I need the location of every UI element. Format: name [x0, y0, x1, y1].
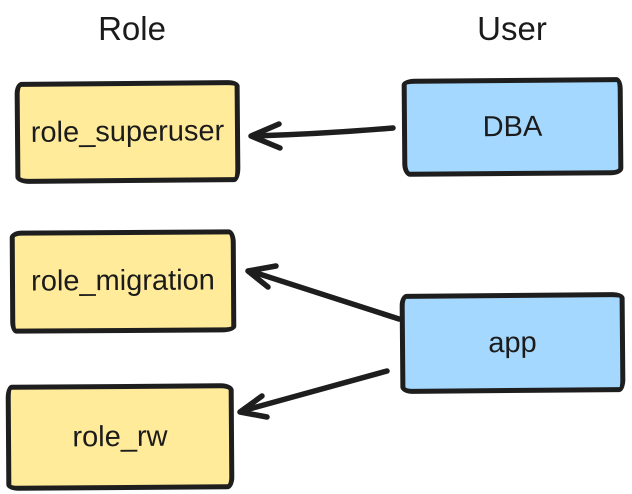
- arrow-app-to-role-migration: [245, 263, 402, 322]
- arrow-dba-to-role-superuser: [248, 121, 396, 151]
- node-role-rw-label: role_rw: [72, 420, 168, 453]
- node-role-superuser: role_superuser: [14, 80, 241, 184]
- arrow-line: [239, 368, 390, 414]
- node-user-app-label: app: [488, 326, 537, 359]
- arrow-line: [250, 125, 396, 139]
- arrowhead-icon: [237, 393, 270, 420]
- column-title-user: User: [477, 10, 547, 47]
- arrowhead-icon: [248, 121, 283, 151]
- arrow-app-to-role-rw: [237, 368, 390, 420]
- arrow-line: [247, 268, 402, 322]
- node-user-dba-label: DBA: [482, 110, 543, 143]
- node-role-superuser-label: role_superuser: [30, 114, 225, 149]
- node-role-migration-label: role_migration: [31, 264, 215, 298]
- node-role-rw: role_rw: [5, 383, 235, 491]
- column-title-role: Role: [98, 10, 166, 47]
- node-role-migration: role_migration: [9, 229, 237, 334]
- arrowhead-icon: [245, 263, 279, 290]
- node-user-app: app: [399, 292, 626, 394]
- node-user-dba: DBA: [401, 77, 624, 177]
